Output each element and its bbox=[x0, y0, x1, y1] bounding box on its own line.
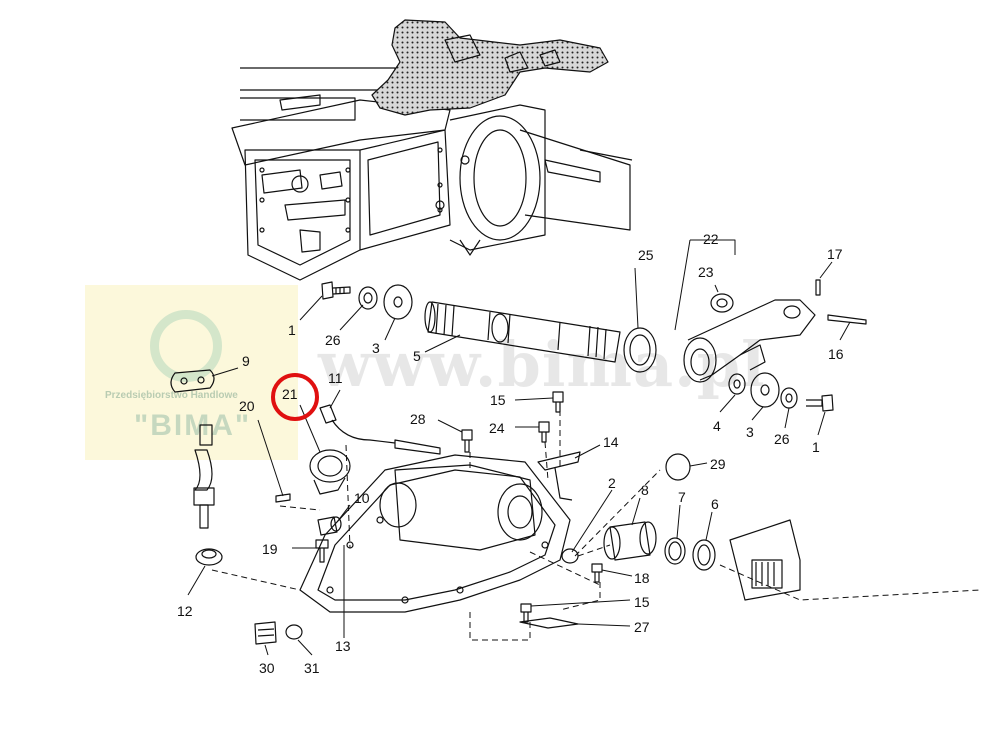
cap-29 bbox=[665, 453, 691, 481]
bolt-1-left bbox=[321, 281, 351, 300]
part-label-5: 5 bbox=[413, 348, 421, 364]
sensor-21 bbox=[309, 449, 351, 495]
part-label-19: 19 bbox=[262, 541, 278, 557]
part-label-12: 12 bbox=[177, 603, 193, 619]
part-label-27: 27 bbox=[634, 619, 650, 635]
screw-20 bbox=[275, 493, 291, 503]
part-label-14: 14 bbox=[603, 434, 619, 450]
bracket-27 bbox=[519, 617, 579, 629]
part-label-15-top: 15 bbox=[490, 392, 506, 408]
plug-30 bbox=[254, 621, 277, 645]
part-label-3-left: 3 bbox=[372, 340, 380, 356]
seal-25 bbox=[623, 327, 657, 373]
highlight-circle bbox=[271, 373, 319, 421]
part-label-26-left: 26 bbox=[325, 332, 341, 348]
part-label-2: 2 bbox=[608, 475, 616, 491]
hydraulic-lift-cover bbox=[371, 19, 609, 116]
part-label-29: 29 bbox=[710, 456, 726, 472]
hub-housing bbox=[729, 519, 801, 601]
bolt-15b bbox=[520, 603, 532, 623]
part-label-8: 8 bbox=[641, 482, 649, 498]
watermark-logo-circle bbox=[150, 310, 222, 382]
pin-16 bbox=[827, 314, 867, 325]
part-label-25: 25 bbox=[638, 247, 654, 263]
lower-housing-cover bbox=[299, 454, 571, 613]
part-label-3-right: 3 bbox=[746, 424, 754, 440]
bolt-18 bbox=[591, 563, 603, 583]
hose-20 bbox=[193, 424, 215, 529]
part-label-16: 16 bbox=[828, 346, 844, 362]
bolt-1-right bbox=[806, 394, 834, 412]
part-label-17: 17 bbox=[827, 246, 843, 262]
part-label-26-right: 26 bbox=[774, 431, 790, 447]
part-label-21[interactable]: 21 bbox=[282, 386, 298, 402]
part-label-11: 11 bbox=[328, 370, 343, 386]
watermark-company: Przedsiębiorstwo Handlowe bbox=[105, 390, 238, 401]
washer-3-right bbox=[750, 372, 780, 408]
lift-arm-22 bbox=[683, 299, 816, 383]
drive-shaft-5 bbox=[424, 301, 621, 363]
fitting-10 bbox=[317, 516, 342, 536]
part-label-4: 4 bbox=[713, 418, 721, 434]
tractor-rear-housing bbox=[231, 67, 633, 281]
part-label-6: 6 bbox=[711, 496, 719, 512]
part-label-28: 28 bbox=[410, 411, 426, 427]
washer-26-left bbox=[358, 286, 378, 310]
part-label-1-left: 1 bbox=[288, 322, 296, 338]
cable-11 bbox=[319, 404, 441, 455]
pin-17 bbox=[815, 279, 821, 296]
nut-12 bbox=[195, 548, 223, 566]
part-label-15-bottom: 15 bbox=[634, 594, 650, 610]
seal-6 bbox=[692, 539, 716, 571]
bracket-9 bbox=[170, 369, 215, 393]
part-label-22: 22 bbox=[703, 231, 719, 247]
bolt-24 bbox=[538, 421, 550, 443]
washer-3-left bbox=[383, 284, 413, 320]
ring-7 bbox=[664, 537, 686, 565]
part-label-7: 7 bbox=[678, 489, 686, 505]
bracket-14 bbox=[537, 451, 581, 501]
bushing-23 bbox=[710, 293, 734, 313]
part-label-24: 24 bbox=[489, 420, 505, 436]
washer-4 bbox=[728, 373, 746, 395]
part-label-30: 30 bbox=[259, 660, 275, 676]
part-label-31: 31 bbox=[304, 660, 320, 676]
part-label-9: 9 bbox=[242, 353, 250, 369]
part-label-20: 20 bbox=[239, 398, 255, 414]
watermark-url: www.bima.pl bbox=[318, 328, 766, 401]
watermark-brand: "BIMA" bbox=[134, 409, 252, 442]
part-label-23: 23 bbox=[698, 264, 714, 280]
washer-26-right bbox=[780, 387, 798, 409]
part-label-10: 10 bbox=[354, 490, 370, 506]
part-label-1-right: 1 bbox=[812, 439, 820, 455]
bolt-19 bbox=[315, 539, 329, 563]
sleeve-8 bbox=[603, 521, 657, 561]
part-label-13: 13 bbox=[335, 638, 351, 654]
part-label-18: 18 bbox=[634, 570, 650, 586]
bolt-28 bbox=[461, 429, 473, 453]
oring-31 bbox=[285, 624, 303, 640]
